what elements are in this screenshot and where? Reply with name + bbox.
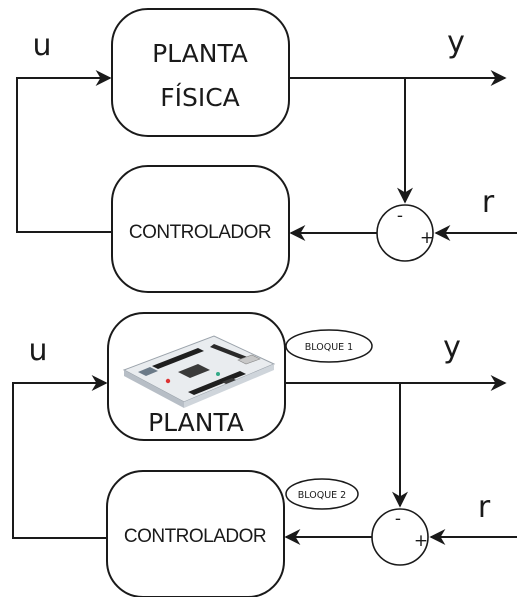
controller-to-plant-line (17, 78, 112, 232)
plus-sign: + (420, 228, 434, 248)
plant-label-line2: FÍSICA (160, 83, 240, 112)
signal-r: r (478, 490, 491, 525)
plant-label: PLANTA (148, 408, 244, 437)
signal-y: y (447, 25, 465, 60)
controller-label: CONTROLADOR (129, 222, 271, 243)
signal-u: u (32, 28, 51, 63)
block2-badge-label: BLOQUE 2 (298, 490, 346, 501)
bottom-diagram: PLANTA CONTROLADOR BLOQUE 1 BLOQUE 2 - +… (13, 313, 517, 597)
plant-block (112, 9, 289, 136)
minus-sign: - (397, 206, 403, 226)
block1-badge-label: BLOQUE 1 (305, 342, 353, 353)
controller-to-plant-line (13, 383, 107, 538)
plus-sign: + (414, 531, 428, 551)
controller-label: CONTROLADOR (124, 526, 266, 547)
minus-sign: - (395, 509, 401, 529)
plant-label-line1: PLANTA (152, 39, 248, 68)
signal-u: u (28, 333, 47, 368)
signal-y: y (443, 330, 461, 365)
top-diagram: PLANTA FÍSICA CONTROLADOR - + u y r (17, 9, 517, 292)
signal-r: r (482, 185, 495, 220)
